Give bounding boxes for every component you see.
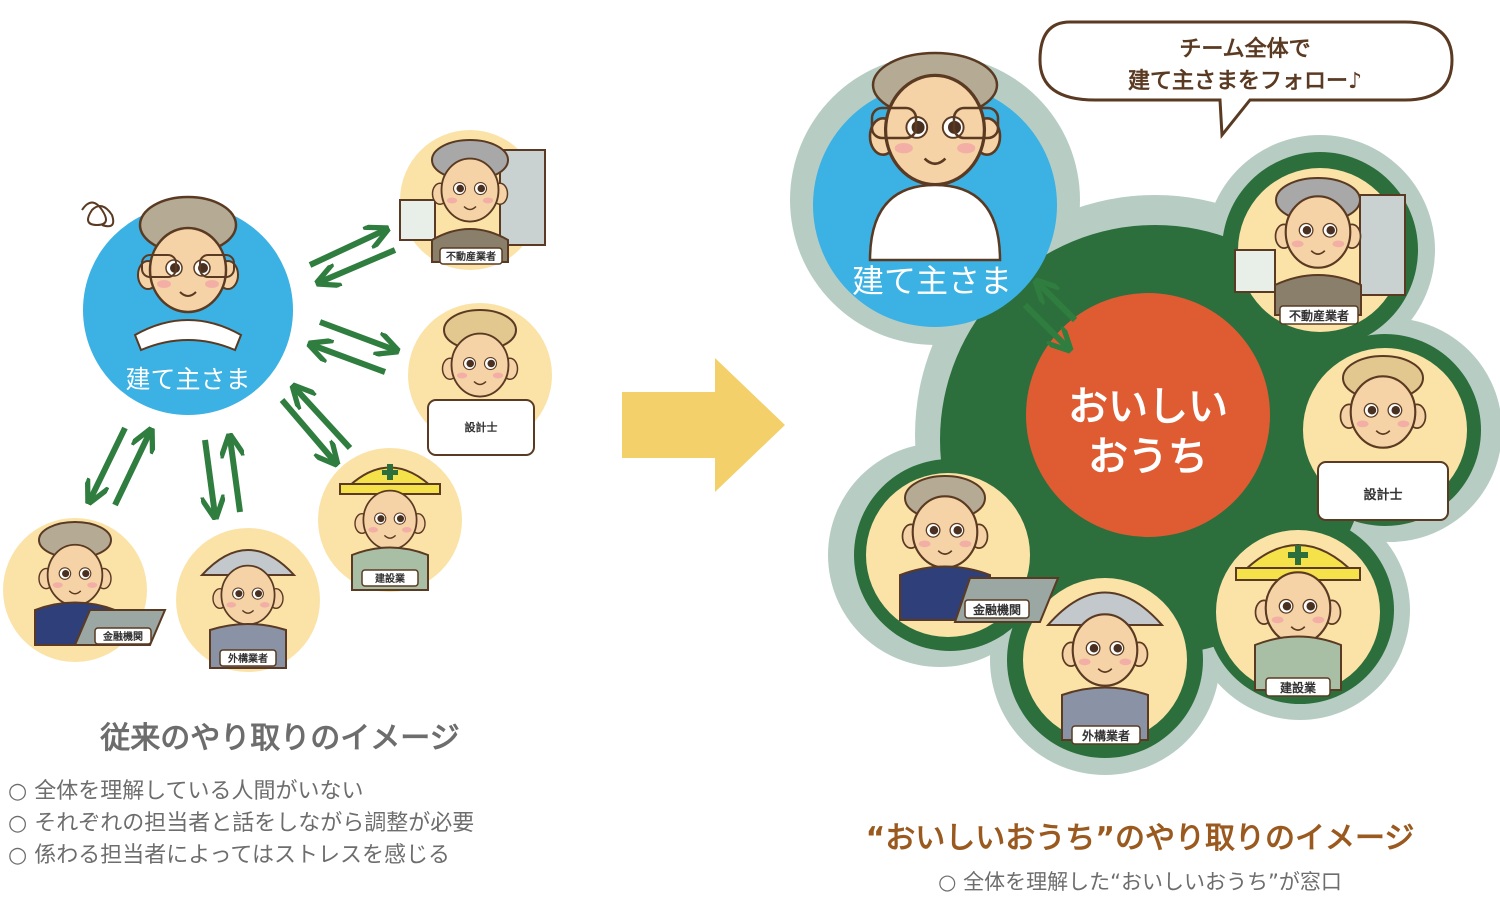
right-bullet: ○ 全体を理解した“おいしいおうち”が窓口 <box>938 870 1342 894</box>
arrow-owner-to-company <box>1022 302 1068 348</box>
right-role-exterior: 外構業者 <box>1023 578 1187 745</box>
arrow-to-finance <box>90 426 128 500</box>
right-role-architect: 設計士 <box>1303 348 1467 521</box>
arrow-from-architect <box>312 345 387 375</box>
left-role-realestate-label: 不動産業者 <box>446 250 496 263</box>
right-owner-label: 建て主さま <box>852 262 1012 300</box>
left-bullet-3: ○ 係わる担当者によってはストレスを感じる <box>8 843 450 868</box>
arrow-from-realestate <box>320 247 397 282</box>
left-owner: 建て主さま <box>81 195 293 415</box>
arrow-to-architect <box>318 319 395 350</box>
transition-arrow-icon <box>622 358 785 492</box>
left-exchange-arrows <box>90 230 395 515</box>
speech-bubble: チーム全体で 建て主さまをフォロー♪ <box>1038 20 1454 139</box>
right-role-architect-label: 設計士 <box>1363 487 1402 503</box>
left-owner-label: 建て主さま <box>125 365 250 394</box>
right-role-exterior-label: 外構業者 <box>1082 728 1130 743</box>
right-role-builder: 建設業 <box>1216 530 1380 697</box>
arrow-company-to-owner <box>1038 283 1078 323</box>
arrow-from-exterior <box>230 438 240 513</box>
left-bullet-2: ○ それぞれの担当者と話をしながら調整が必要 <box>8 811 474 836</box>
company-center: おいしい おうち <box>1026 293 1270 537</box>
right-owner: 建て主さま <box>813 51 1057 327</box>
left-role-finance-label: 金融機関 <box>102 630 143 643</box>
left-role-architect: 設計士 <box>408 303 552 456</box>
left-role-architect-label: 設計士 <box>465 420 498 434</box>
left-bullet-1: ○ 全体を理解している人間がいない <box>8 779 364 804</box>
right-diagram: 建て主さま チーム全体で 建て主さまをフォロー♪ おいしい おうち <box>790 20 1500 894</box>
left-role-exterior: 外構業者 <box>176 528 320 672</box>
arrow-to-builder <box>279 398 335 462</box>
left-role-finance: 金融機関 <box>3 518 167 662</box>
left-title: 従来のやり取りのイメージ <box>99 721 459 756</box>
left-role-realestate: 不動産業者 <box>399 130 546 270</box>
right-title: “おいしいおうち”のやり取りのイメージ <box>866 821 1415 856</box>
arrow-to-exterior <box>205 439 215 515</box>
owner-company-arrows <box>1022 283 1078 348</box>
right-role-realestate-label: 不動産業者 <box>1289 308 1349 323</box>
right-role-finance-label: 金融機関 <box>972 602 1021 617</box>
left-role-builder: 建設業 <box>318 448 462 592</box>
speech-line-1: チーム全体で <box>1179 36 1310 62</box>
right-role-builder-label: 建設業 <box>1279 680 1317 695</box>
left-role-builder-label: 建設業 <box>374 572 406 585</box>
company-name-line-1: おいしい <box>1068 384 1228 430</box>
right-role-realestate: 不動産業者 <box>1234 168 1406 332</box>
arrow-from-builder <box>295 388 353 451</box>
arrow-to-realestate <box>308 230 385 268</box>
speech-line-2: 建て主さまをフォロー♪ <box>1128 69 1362 94</box>
left-role-exterior-label: 外構業者 <box>227 652 268 665</box>
left-diagram: 建て主さま 不動産業者 設計士 <box>3 130 552 868</box>
right-role-finance: 金融機関 <box>866 473 1060 637</box>
company-name-line-2: おうち <box>1088 434 1208 480</box>
worry-scribble-icon <box>81 201 115 228</box>
arrow-from-finance <box>112 432 150 507</box>
